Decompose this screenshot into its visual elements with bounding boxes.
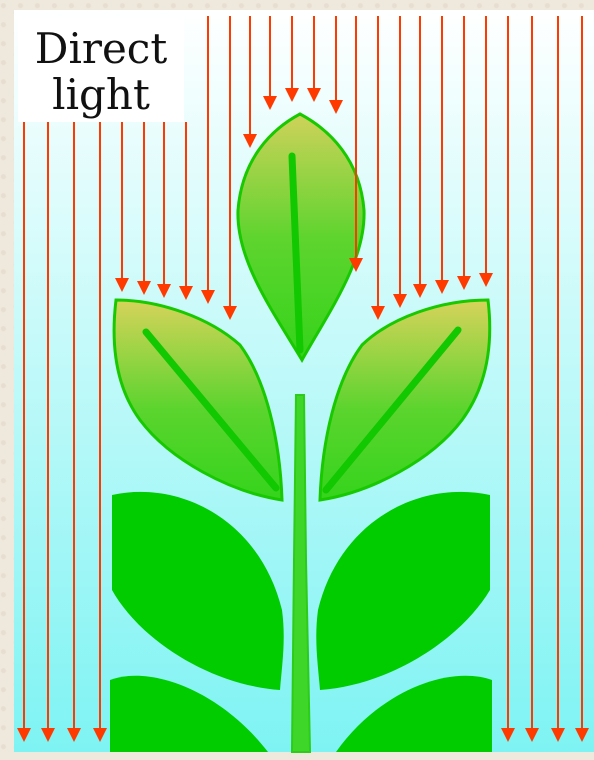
label-line-light: light bbox=[18, 74, 184, 116]
direct-light-label: Direct light bbox=[18, 18, 184, 122]
label-line-direct: Direct bbox=[18, 28, 184, 70]
